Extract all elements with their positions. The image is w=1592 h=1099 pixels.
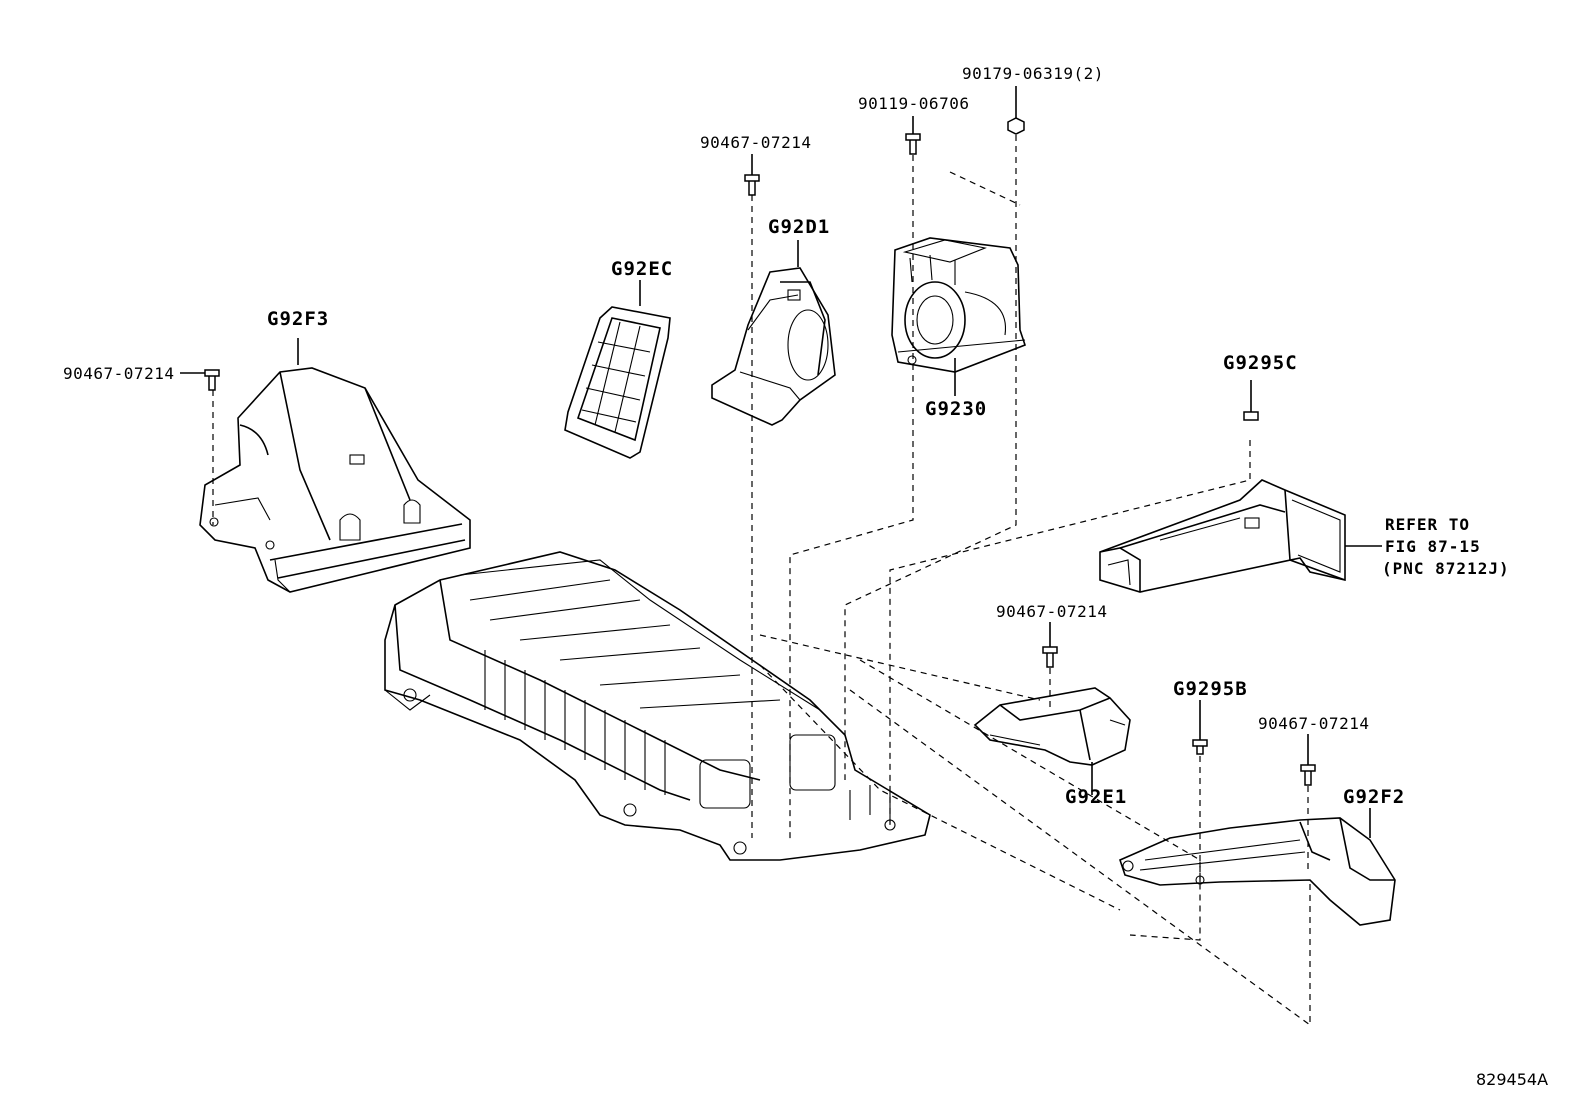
note-refer-line1: REFER TO	[1385, 515, 1471, 534]
duct-g92e1-drawing[interactable]	[973, 687, 1131, 795]
filter-g92ec-drawing[interactable]	[564, 280, 671, 459]
diagram-id: 829454A	[1476, 1070, 1549, 1089]
duct-g92f2-drawing[interactable]	[1119, 808, 1396, 926]
label-bolt-g92e1[interactable]: 90467-07214	[996, 602, 1108, 621]
bolt-icon-e	[1042, 646, 1058, 668]
duct-g92f3-drawing[interactable]	[199, 338, 471, 593]
bolt-icon-g	[1300, 764, 1316, 786]
label-bolt-90179-06319[interactable]: 90179-06319(2)	[962, 64, 1104, 83]
duct-g92d1-drawing[interactable]	[711, 240, 836, 426]
label-part-g92ec[interactable]: G92EC	[611, 258, 674, 280]
label-part-g92e1[interactable]: G92E1	[1065, 786, 1128, 808]
label-part-g92d1[interactable]: G92D1	[768, 216, 831, 238]
label-part-g9230[interactable]: G9230	[925, 398, 988, 420]
clip-icon-f	[1192, 739, 1208, 755]
assembly-dash-lines	[212, 135, 1311, 1027]
label-bolt-g92f2[interactable]: 90467-07214	[1258, 714, 1370, 733]
label-part-g92f2[interactable]: G92F2	[1343, 786, 1406, 808]
nut-icon-a	[1007, 117, 1025, 135]
leader-lines	[180, 86, 1309, 765]
bolt-icon-d	[204, 369, 220, 391]
note-refer-line3: (PNC 87212J)	[1382, 559, 1510, 578]
battery-pack-drawing[interactable]	[384, 551, 931, 861]
label-bolt-90119-06706[interactable]: 90119-06706	[858, 94, 970, 113]
label-part-g9295b[interactable]: G9295B	[1173, 678, 1248, 700]
blower-g9230-drawing[interactable]	[891, 237, 1027, 396]
label-part-g92f3[interactable]: G92F3	[267, 308, 330, 330]
bolt-icons	[204, 117, 1316, 786]
bolt-icon-c	[744, 174, 760, 196]
label-bolt-g92d1[interactable]: 90467-07214	[700, 133, 812, 152]
label-part-g9295c[interactable]: G9295C	[1223, 352, 1298, 374]
note-refer-line2[interactable]: FIG 87-15	[1385, 537, 1481, 556]
bolt-icon-b	[905, 133, 921, 155]
label-bolt-g92f3[interactable]: 90467-07214	[63, 364, 175, 383]
duct-g9295c-drawing[interactable]	[1099, 380, 1382, 593]
